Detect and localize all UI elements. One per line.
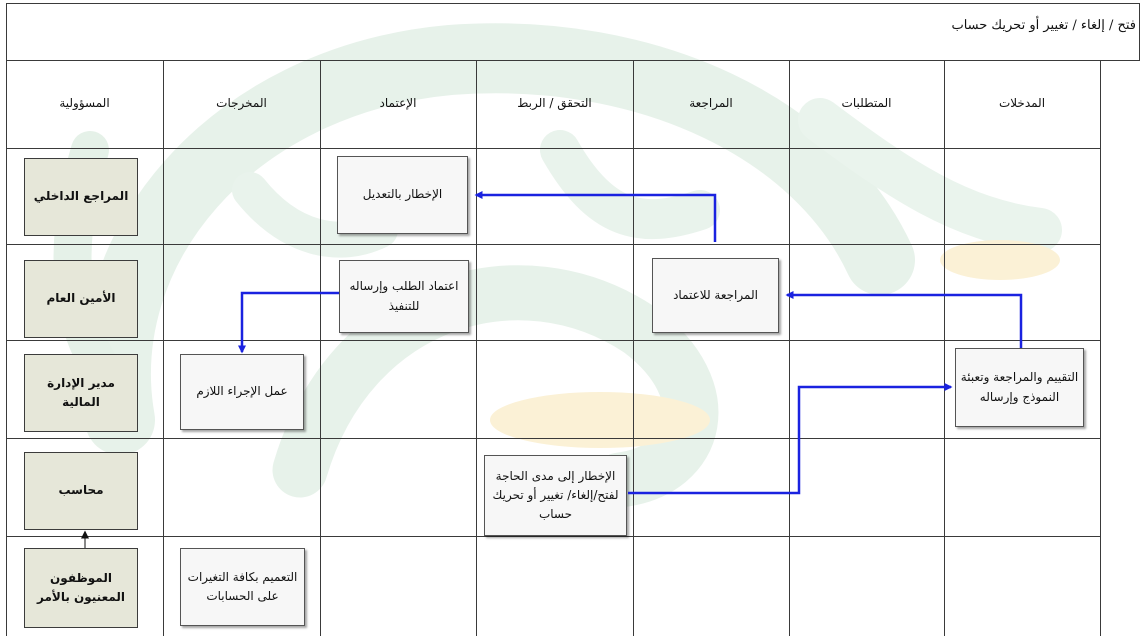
- header-inputs: المدخلات: [998, 96, 1046, 110]
- grid-line: [789, 60, 790, 636]
- header-approval: الإعتماد: [379, 96, 417, 110]
- arrow-notify-to-evaluate: [628, 383, 953, 495]
- grid-line: [6, 536, 1100, 537]
- box-approve-and-send: اعتماد الطلب وإرساله للتنفيذ: [339, 260, 469, 333]
- arrow-review-to-notify: [474, 191, 717, 242]
- chart-title: فتح / إلغاء / تغيير أو تحريك حساب: [951, 18, 1136, 33]
- grid-line: [6, 340, 1100, 341]
- grid-line: [6, 148, 1100, 149]
- grid-line: [6, 3, 1140, 4]
- grid-line: [1139, 3, 1140, 60]
- box-review-for-approval: المراجعة للاعتماد: [652, 258, 779, 333]
- grid-line: [633, 60, 634, 636]
- role-accountant: محاسب: [24, 452, 138, 530]
- header-responsibility: المسؤولية: [59, 96, 110, 110]
- grid-line: [320, 60, 321, 636]
- arrow-approve-to-action: [238, 291, 339, 354]
- flowchart-frame: [6, 0, 1140, 636]
- role-concerned-employees: الموظفون المعنيون بالأمر: [24, 548, 138, 628]
- arrow-evaluate-to-review: [785, 291, 1023, 348]
- grid-line: [6, 3, 7, 636]
- box-circulate-changes: التعميم بكافة التغيرات على الحسابات: [180, 548, 305, 626]
- box-necessary-action: عمل الإجراء اللازم: [180, 354, 304, 430]
- grid-line: [1100, 60, 1101, 636]
- header-review: المراجعة: [689, 96, 733, 110]
- box-notify-need: الإخطار إلى مدى الحاجة لفتح/إلغاء/ تغيير…: [484, 455, 627, 536]
- role-finance-director: مدير الإدارة المالية: [24, 354, 138, 432]
- grid-line: [6, 438, 1100, 439]
- header-verify: التحقق / الربط: [517, 96, 592, 110]
- grid-line: [163, 60, 164, 636]
- header-outputs: المخرجات: [216, 96, 267, 110]
- grid-line: [476, 60, 477, 636]
- grid-line: [6, 244, 1100, 245]
- grid-line: [6, 60, 1140, 61]
- role-internal-auditor: المراجع الداخلي: [24, 158, 138, 236]
- role-secretary-general: الأمين العام: [24, 260, 138, 338]
- box-notify-amendment: الإخطار بالتعديل: [337, 156, 468, 234]
- grid-line: [944, 60, 945, 636]
- box-evaluate-and-review: التقييم والمراجعة وتعبئة النموذج وإرساله: [955, 348, 1084, 427]
- header-requirements: المتطلبات: [841, 96, 892, 110]
